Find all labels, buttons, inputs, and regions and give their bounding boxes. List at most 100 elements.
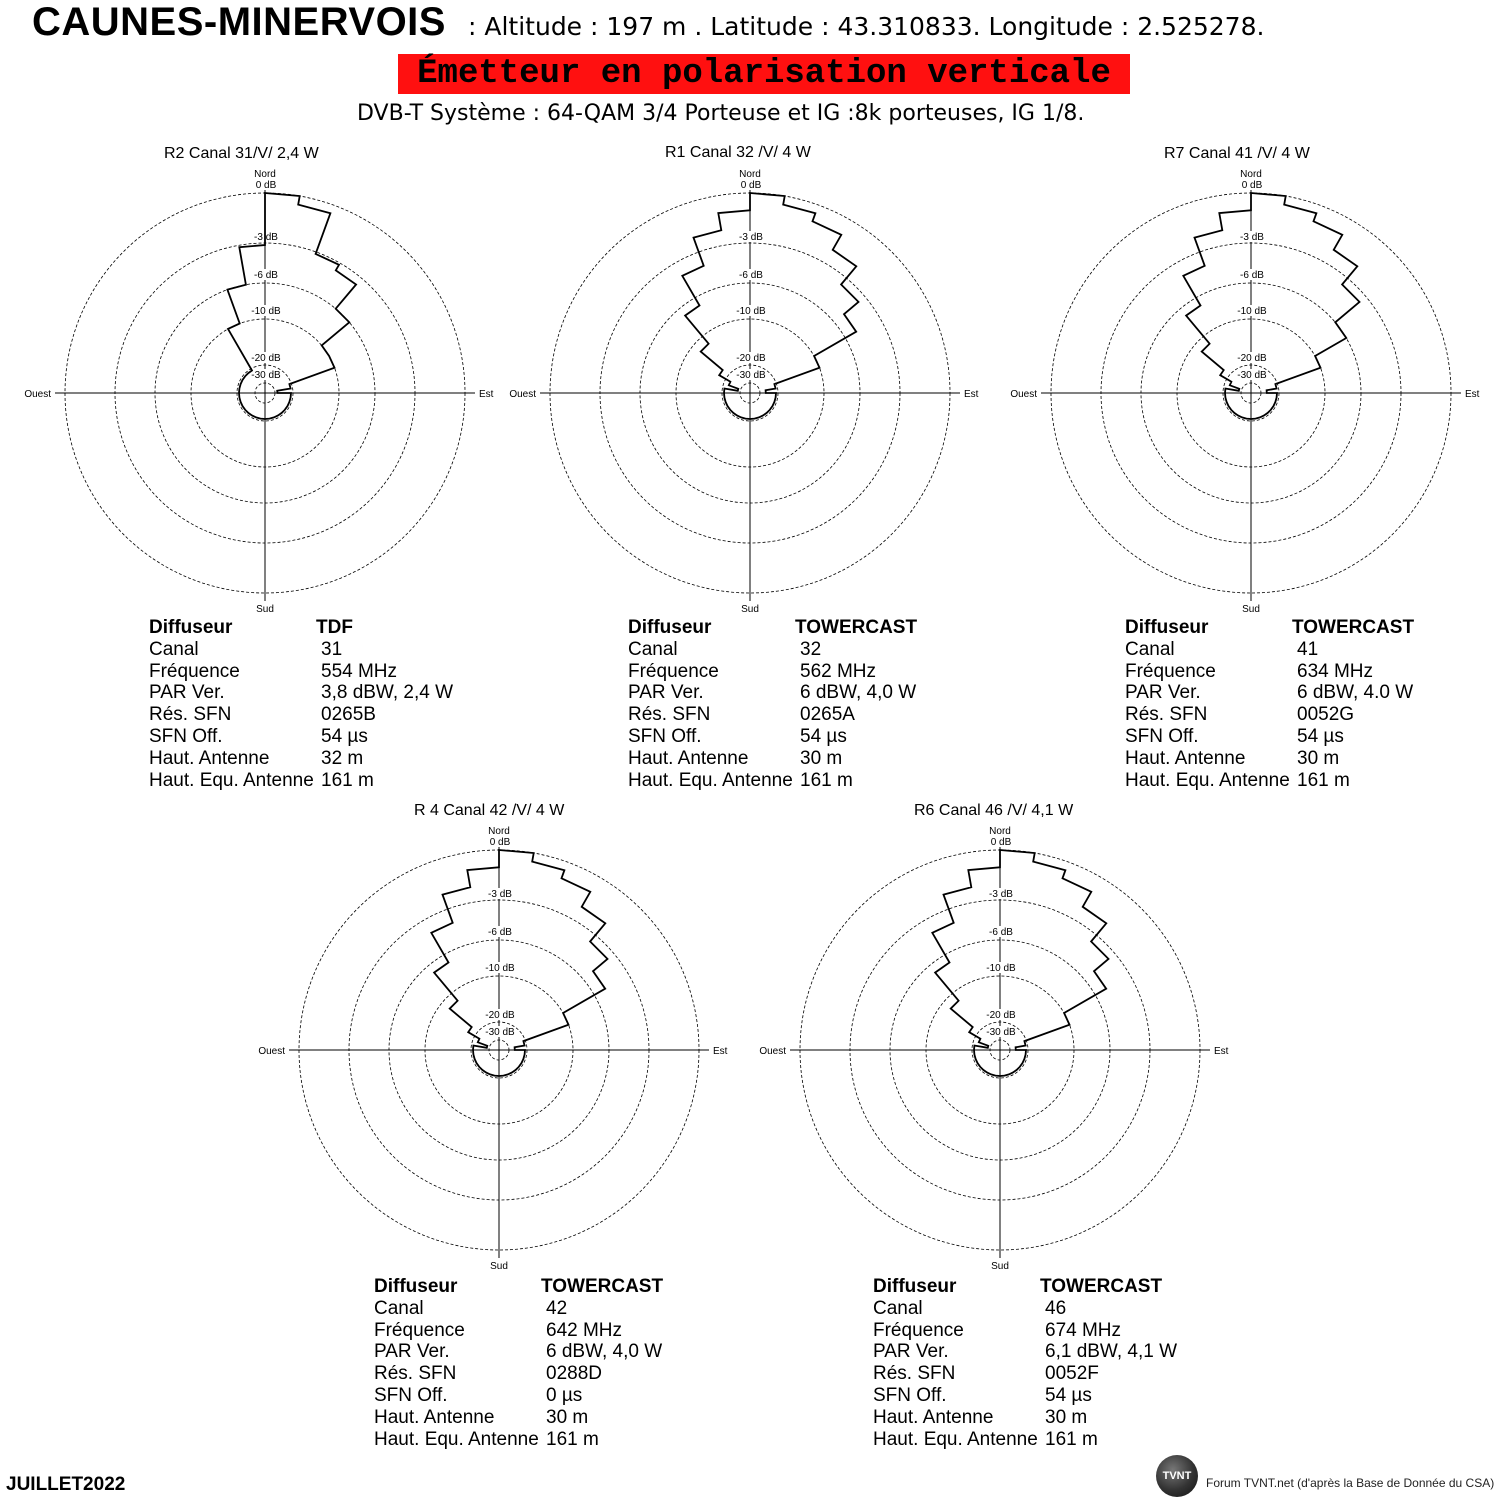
info-value: 3,8 dBW, 2,4 W [321,682,453,704]
ring-label: -30 dB [986,1027,1016,1038]
info-value: 32 [800,638,822,660]
ring-label-bg [739,269,761,280]
north-label: Nord [488,826,510,837]
chart-title-r2: R2 Canal 31/V/ 2,4 W [164,145,319,162]
info-value: 0265A [800,704,855,726]
ring-label-bg [739,231,761,242]
info-key: Fréquence [374,1319,465,1341]
info-key: SFN Off. [149,725,223,747]
info-key: Rés. SFN [1125,704,1208,726]
ring-label-bg [488,836,510,847]
info-value: 674 MHz [1045,1319,1122,1341]
info-key: Fréquence [1125,660,1216,682]
info-key: Fréquence [628,660,719,682]
ring-label-bg [488,926,510,937]
info-key: SFN Off. [628,725,702,747]
ring-label: -30 dB [1237,370,1267,381]
site-name: CAUNES-MINERVOIS [32,0,446,44]
info-value: 0052G [1297,704,1355,726]
west-label: Ouest [258,1046,285,1057]
info-key: Haut. Antenne [628,747,749,769]
ring-label: -6 dB [739,270,763,281]
ring-label-bg [1240,352,1262,363]
ring-label-bg [488,888,510,899]
info-key: Haut. Equ. Antenne [374,1428,539,1450]
info-key: Haut. Antenne [374,1406,495,1428]
info-value: 30 m [1045,1406,1088,1428]
info-key: PAR Ver. [149,682,225,704]
ring-label: 0 dB [490,837,511,848]
info-key: Haut. Equ. Antenne [149,769,314,791]
ring-label: -20 dB [485,1010,515,1021]
footer-credit: Forum TVNT.net (d'après la Base de Donné… [1206,1476,1495,1490]
info-key: Diffuseur [149,617,233,638]
info-value: TOWERCAST [795,617,918,638]
ring-label: -10 dB [736,306,766,317]
info-key: Canal [1125,638,1175,660]
info-value: TDF [316,617,353,638]
chart-title-r6: R6 Canal 46 /V/ 4,1 W [914,802,1074,819]
ring-label: -10 dB [1237,306,1267,317]
info-key: SFN Off. [374,1384,448,1406]
info-key: Haut. Antenne [873,1406,994,1428]
info-key: Diffuseur [374,1276,458,1297]
ring-label: -6 dB [1240,270,1264,281]
info-value: 161 m [1297,769,1350,791]
ring-label-bg [989,1026,1011,1037]
ring-label-bg [1240,305,1262,316]
ring-label-bg [989,836,1011,847]
north-label: Nord [739,169,761,180]
ring-label-bg [739,305,761,316]
info-value: 46 [1045,1297,1067,1319]
info-value: 30 m [800,747,843,769]
info-key: PAR Ver. [374,1341,450,1363]
ring-label-bg [739,369,761,380]
west-label: Ouest [1010,389,1037,400]
info-key: Rés. SFN [149,704,232,726]
ring-label: -20 dB [736,353,766,364]
south-label: Sud [991,1261,1009,1272]
info-value: TOWERCAST [1040,1276,1163,1297]
chart-title-r7: R7 Canal 41 /V/ 4 W [1164,145,1310,162]
info-value: 54 µs [1045,1384,1092,1406]
info-value: TOWERCAST [1292,617,1415,638]
info-value: 161 m [800,769,853,791]
ring-label: 0 dB [1242,180,1263,191]
ring-label-bg [254,305,276,316]
ring-label: -30 dB [485,1027,515,1038]
east-label: Est [1465,389,1480,400]
info-value: 41 [1297,638,1319,660]
info-key: Haut. Antenne [1125,747,1246,769]
north-label: Nord [989,826,1011,837]
info-value: 161 m [546,1428,599,1450]
antenna-pattern-trace [931,849,1110,1077]
date-label: JUILLET2022 [6,1474,126,1495]
info-key: PAR Ver. [628,682,704,704]
info-value: 0265B [321,704,376,726]
info-value: 54 µs [321,725,368,747]
ring-label-bg [254,369,276,380]
info-key: Canal [149,638,199,660]
info-key: Rés. SFN [873,1363,956,1385]
ring-label: -20 dB [251,353,281,364]
ring-label-bg [1240,369,1262,380]
south-label: Sud [1242,604,1260,615]
info-value: 30 m [546,1406,589,1428]
system-description: DVB-T Système : 64-QAM 3/4 Porteuse et I… [357,101,1085,126]
ring-label: -3 dB [989,889,1013,900]
ring-label-bg [1240,179,1262,190]
ring-label-bg [488,962,510,973]
ring-label-bg [739,179,761,190]
ring-label-bg [254,179,276,190]
info-key: SFN Off. [1125,725,1199,747]
info-value: 42 [546,1297,568,1319]
ring-label: -10 dB [485,963,515,974]
info-value: 0 µs [546,1384,583,1406]
site-coordinates: : Altitude : 197 m . Latitude : 43.31083… [468,12,1265,41]
info-value: 32 m [321,747,364,769]
north-label: Nord [1240,169,1262,180]
